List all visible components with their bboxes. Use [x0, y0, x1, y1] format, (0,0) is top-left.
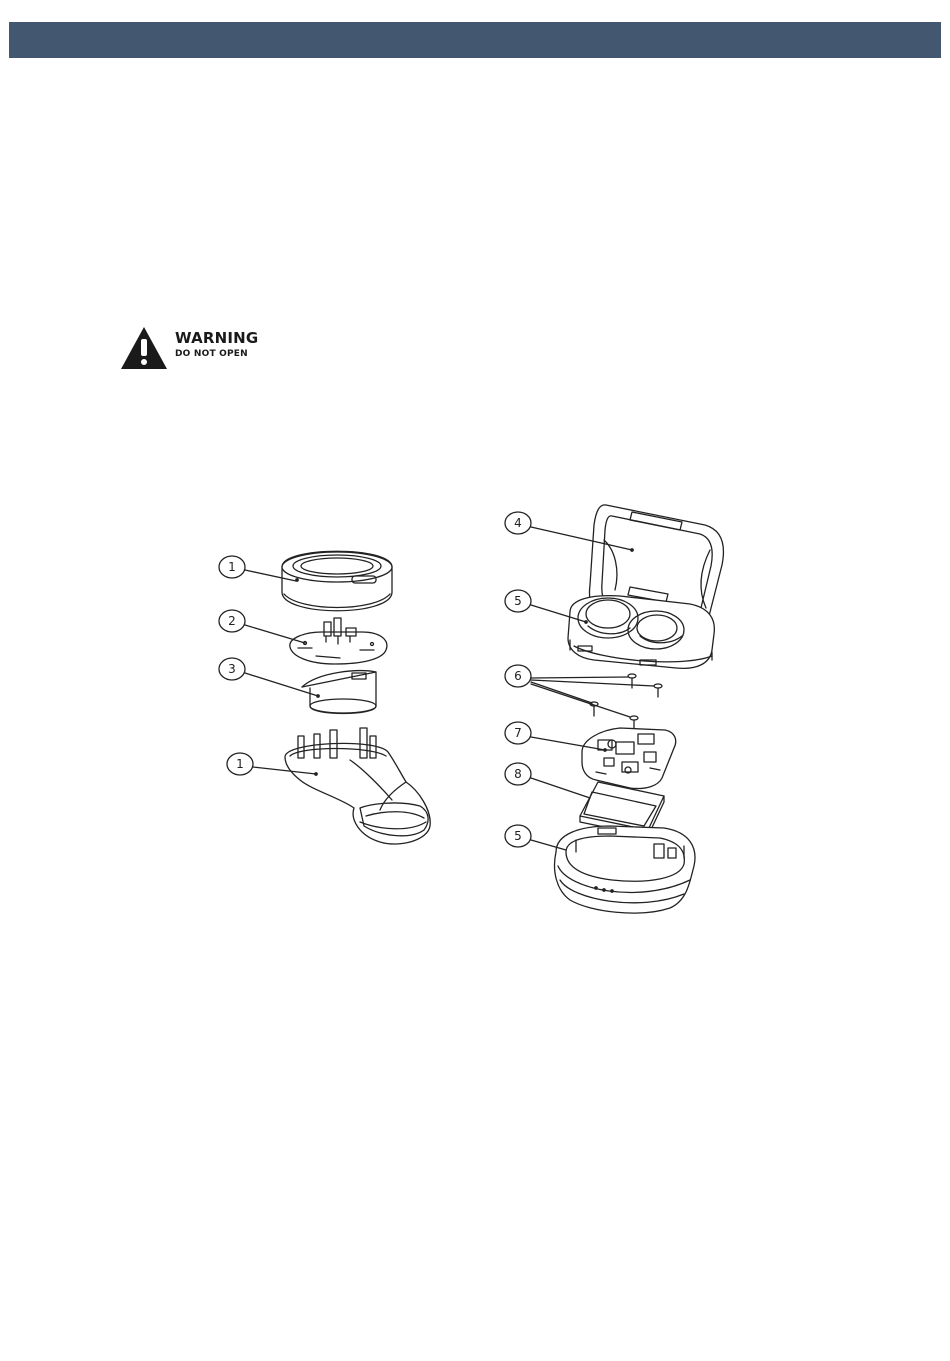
callout-number: 8 [514, 767, 522, 781]
callout-number: 4 [514, 516, 522, 530]
callout-case-battery: 8 [505, 763, 590, 798]
earbud-top-cover [282, 551, 392, 611]
case-bottom-shell [555, 826, 695, 913]
callout-earbud-pcb: 2 [219, 610, 305, 643]
earbud-bottom-shell [285, 728, 430, 844]
callout-earbud-battery: 3 [219, 658, 318, 696]
earbud-pcb [290, 618, 387, 664]
case-screws [590, 674, 662, 730]
callout-case-screws: 6 [505, 665, 654, 717]
callout-number: 5 [514, 829, 522, 843]
callout-number: 1 [228, 560, 236, 574]
callout-number: 5 [514, 594, 522, 608]
case-pcb [582, 728, 676, 789]
callout-number: 1 [236, 757, 244, 771]
case-tray [568, 596, 714, 669]
earbud-battery [302, 671, 376, 714]
callout-number: 6 [514, 669, 522, 683]
callout-number: 7 [514, 726, 522, 740]
callout-number: 2 [228, 614, 236, 628]
callout-number: 3 [228, 662, 236, 676]
